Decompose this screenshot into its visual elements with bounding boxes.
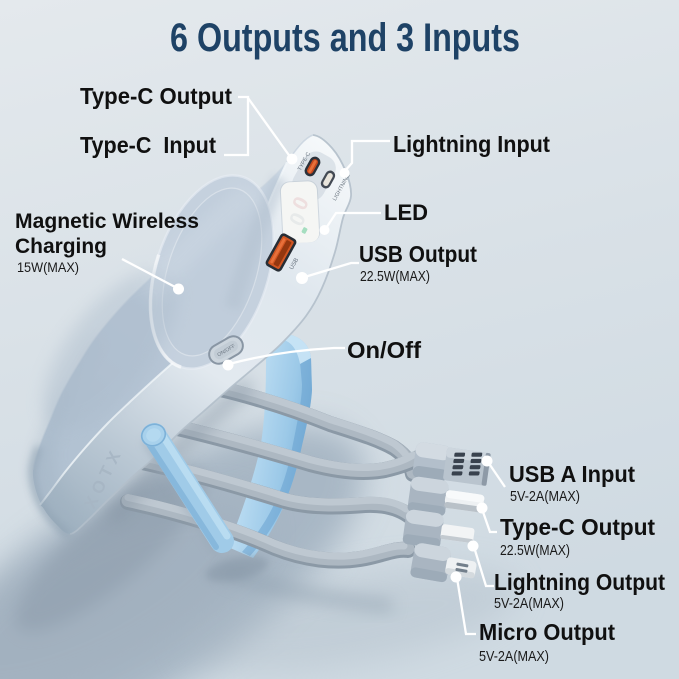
svg-text:Type-C Output: Type-C Output (500, 514, 655, 540)
svg-text:Lightning Input: Lightning Input (393, 131, 550, 157)
svg-text:22.5W(MAX): 22.5W(MAX) (500, 542, 570, 559)
svg-text:Type-C Input: Type-C Input (80, 132, 216, 158)
svg-text:15W(MAX): 15W(MAX) (17, 259, 79, 275)
svg-text:USB Output: USB Output (359, 241, 477, 267)
svg-text:5V-2A(MAX): 5V-2A(MAX) (510, 488, 580, 505)
svg-text:6 Outputs and 3 Inputs: 6 Outputs and 3 Inputs (170, 16, 520, 60)
svg-text:On/Off: On/Off (347, 337, 421, 363)
svg-text:USB A Input: USB A Input (509, 461, 635, 487)
svg-text:5V-2A(MAX): 5V-2A(MAX) (479, 648, 549, 665)
svg-text:Type-C Output: Type-C Output (80, 83, 232, 109)
svg-text:USB: USB (289, 257, 300, 271)
svg-text:5V-2A(MAX): 5V-2A(MAX) (494, 595, 564, 612)
svg-text:Charging: Charging (15, 235, 107, 258)
svg-text:Lightning Output: Lightning Output (494, 569, 665, 595)
svg-text:LED: LED (384, 200, 428, 225)
svg-text:Micro Output: Micro Output (479, 619, 615, 645)
svg-text:22.5W(MAX): 22.5W(MAX) (360, 268, 430, 285)
svg-text:Magnetic Wireless: Magnetic Wireless (15, 210, 199, 233)
